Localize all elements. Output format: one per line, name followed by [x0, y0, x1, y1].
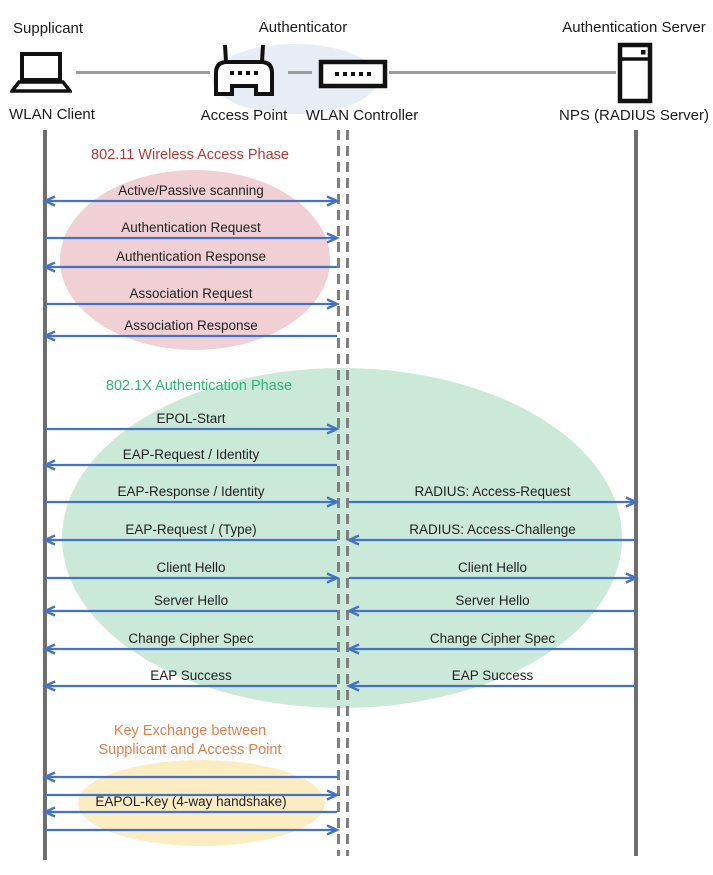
device-label-access-point: Access Point: [200, 107, 288, 124]
phase-ellipse: [62, 368, 622, 708]
message-label: RADIUS: Access-Challenge: [409, 522, 576, 537]
message-label: EAP Success: [150, 668, 232, 683]
device-label-nps: NPS (RADIUS Server): [558, 107, 710, 124]
message-label: EAPOL-Key (4-way handshake): [95, 794, 287, 809]
message-label: EAP-Response / Identity: [117, 484, 265, 499]
message-label: Client Hello: [457, 560, 528, 575]
message-label: Authentication Response: [115, 249, 267, 264]
message-label: Client Hello: [156, 560, 226, 575]
phase-ellipse: [78, 760, 325, 846]
phase-title: Key Exchange between Supplicant and Acce…: [98, 723, 282, 758]
supplicant-lifeline: [43, 130, 47, 860]
message-label: Change Cipher Spec: [128, 631, 254, 646]
phase-title: 802.11 Wireless Access Phase: [91, 147, 289, 163]
message-label: Change Cipher Spec: [429, 631, 556, 646]
role-authentication-server: Authentication Server: [562, 19, 706, 36]
role-authenticator: Authenticator: [258, 19, 348, 36]
device-label-wlan-controller: WLAN Controller: [305, 107, 419, 124]
access-point-icon: [214, 44, 274, 96]
message-label: RADIUS: Access-Request: [414, 484, 571, 499]
connector-line: [288, 71, 312, 74]
message-label: EAP-Request / (Type): [125, 522, 257, 537]
authenticator-lifeline-left: [337, 130, 340, 856]
laptop-icon: [10, 52, 72, 93]
connector-line: [389, 71, 616, 74]
message-label: Server Hello: [455, 593, 530, 608]
message-label: EAP-Request / Identity: [122, 447, 260, 462]
connector-line: [76, 71, 210, 74]
phase-title: 802.1X Authentication Phase: [105, 378, 293, 394]
message-label: EAP Success: [451, 668, 534, 683]
message-label: Server Hello: [153, 593, 229, 608]
message-label: Authentication Request: [121, 220, 261, 235]
wlan-controller-icon: [318, 59, 388, 89]
server-icon: [617, 42, 653, 104]
message-label: Active/Passive scanning: [118, 183, 264, 198]
role-supplicant: Supplicant: [13, 20, 84, 37]
message-label: Association Request: [129, 286, 253, 301]
authenticator-lifeline-right: [346, 130, 349, 856]
device-label-wlan-client: WLAN Client: [9, 106, 95, 123]
message-label: Association Response: [124, 318, 258, 333]
message-label: EPOL-Start: [156, 411, 226, 426]
server-lifeline: [634, 130, 638, 856]
